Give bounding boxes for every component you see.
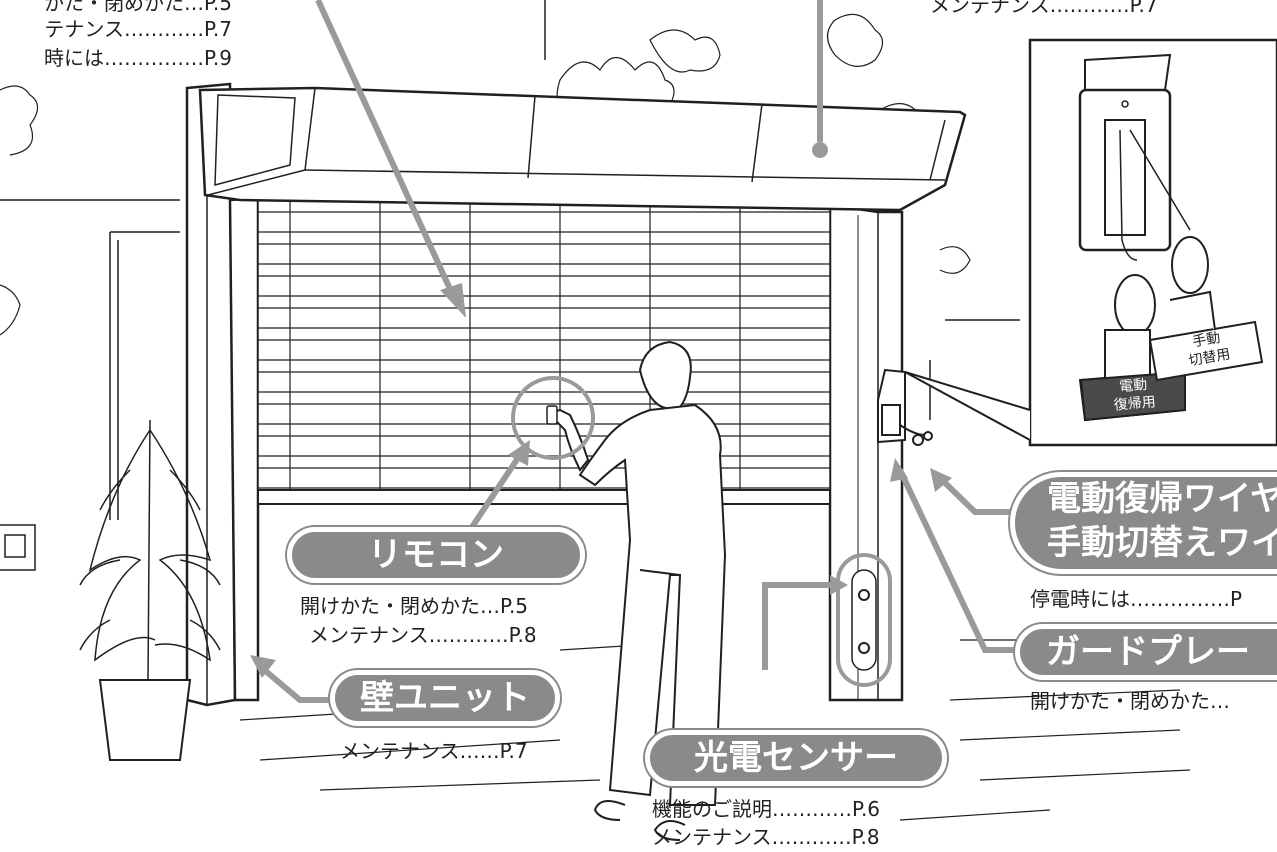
shutter-case bbox=[198, 86, 967, 212]
top-left-ref-3: 時には……………P.9 bbox=[43, 46, 232, 70]
sensor-ref-2: メンテナンス…………P.8 bbox=[652, 825, 880, 849]
remote-control-icon bbox=[546, 405, 558, 425]
person-with-remote bbox=[552, 340, 727, 841]
sensor-label: 光電センサー bbox=[645, 730, 947, 786]
leader-lines bbox=[260, 0, 1015, 703]
wall-unit-ref-1: メンテナンス……P.7 bbox=[340, 739, 528, 763]
back-building bbox=[0, 0, 1020, 571]
remote-highlight-circle bbox=[511, 376, 595, 460]
right-post bbox=[828, 203, 904, 702]
top-right-ref: メンテナンス…………P.7 bbox=[930, 0, 1158, 17]
top-left-ref-2: テナンス…………P.7 bbox=[44, 17, 232, 41]
guard-plate-label: ガードプレー bbox=[1015, 624, 1277, 680]
wall-unit-label: 壁ユニット bbox=[330, 670, 560, 726]
remote-ref-2: メンテナンス…………P.8 bbox=[309, 623, 537, 647]
inset-panel bbox=[904, 38, 1277, 447]
remote-label: リモコン bbox=[287, 527, 585, 583]
wire-label-line-1: 電動復帰ワイヤー bbox=[1047, 479, 1277, 519]
wire-label-line-2: 手動切替えワイヤ bbox=[1047, 523, 1277, 563]
guard-plate-box bbox=[877, 368, 933, 446]
leader-arrowheads bbox=[250, 283, 952, 678]
tag-electric-label: 電動 復帰用 bbox=[1093, 374, 1176, 417]
wire-ref-1: 停電時には……………P bbox=[1030, 587, 1243, 611]
remote-ref-1: 開けかた・閉めかた…P.5 bbox=[300, 594, 529, 618]
wall-unit-post bbox=[185, 82, 260, 707]
potted-plant bbox=[79, 419, 221, 761]
photoelectric-sensor bbox=[836, 553, 892, 687]
guard-plate-ref-1: 開けかた・閉めかた… bbox=[1030, 689, 1230, 713]
shutter-slats bbox=[257, 199, 831, 505]
wire-label: 電動復帰ワイヤー 手動切替えワイヤ bbox=[1010, 472, 1277, 574]
sensor-ref-1: 機能のご説明…………P.6 bbox=[652, 797, 881, 821]
top-left-ref-1: かた・閉めかた…P.5 bbox=[43, 0, 232, 15]
